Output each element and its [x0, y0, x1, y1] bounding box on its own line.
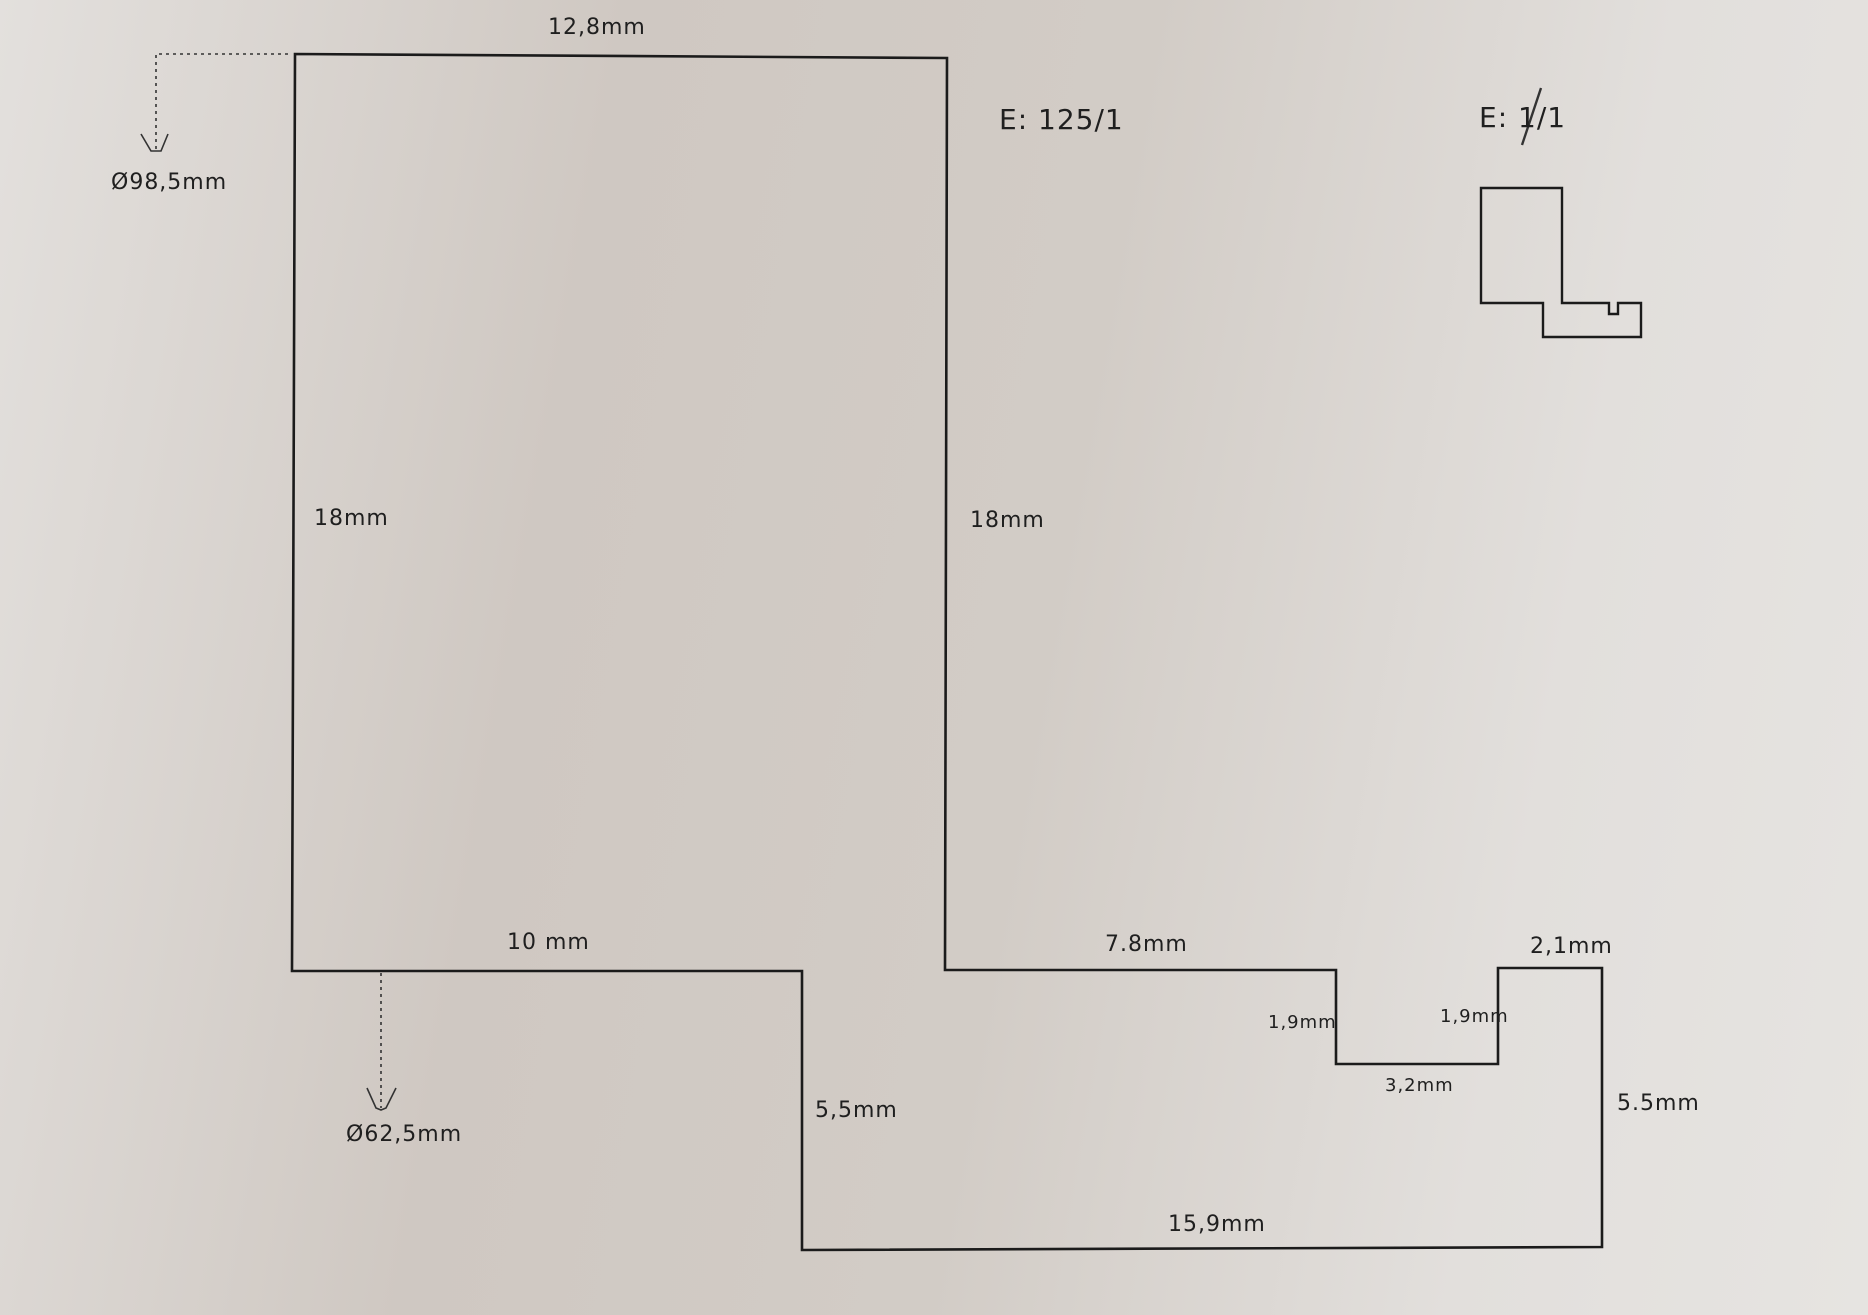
scale-slash-mark [1520, 87, 1543, 146]
dim-bottom-left: 10 mm [507, 930, 590, 955]
top-diameter-arrow-icon [140, 133, 169, 152]
dim-left-height: 18mm [314, 506, 389, 531]
dim-right-height: 18mm [970, 508, 1045, 533]
bottom-diameter-arrow-icon [366, 1087, 397, 1111]
dim-right-edge: 5.5mm [1617, 1091, 1700, 1116]
dim-tab-top: 2,1mm [1530, 934, 1613, 959]
dim-top-width: 12,8mm [548, 15, 646, 40]
top-diameter-leader [155, 53, 288, 150]
main-profile-outline [290, 52, 1604, 1252]
scale-thumb-label: E: 1/1 [1479, 101, 1567, 134]
thumbnail-profile-outline [1479, 186, 1643, 339]
dim-inner-step: 5,5mm [815, 1098, 898, 1123]
scale-main-label: E: 125/1 [999, 103, 1124, 136]
dim-notch-left: 1,9mm [1268, 1012, 1337, 1033]
dim-step-right: 7.8mm [1105, 932, 1188, 957]
dim-notch-bottom: 3,2mm [1385, 1075, 1454, 1096]
diameter-bottom-label: Ø62,5mm [346, 1122, 463, 1147]
diameter-top-label: Ø98,5mm [111, 170, 228, 195]
dim-notch-right: 1,9mm [1440, 1006, 1509, 1027]
dim-bottom-total: 15,9mm [1168, 1212, 1266, 1237]
